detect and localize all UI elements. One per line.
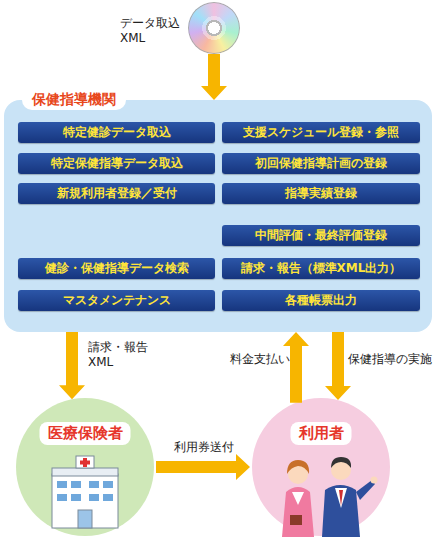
button-text: 指導実績登録 — [285, 185, 357, 202]
function-button: 新規利用者登録／受付 — [18, 183, 215, 204]
function-button: 特定保健指導データ取込 — [18, 153, 215, 174]
frame-title: 保健指導機関 — [22, 90, 126, 110]
flow-arrow — [156, 454, 250, 480]
function-button: 特定健診データ取込 — [18, 122, 215, 143]
button-text: 特定保健指導データ取込 — [51, 155, 183, 172]
source-label: データ取込 XML — [120, 16, 186, 46]
flow-arrow — [201, 54, 227, 100]
button-text: 各種帳票出力 — [285, 292, 357, 309]
button-text: 特定健診データ取込 — [63, 124, 171, 141]
arrow-label: 保健指導の実施 — [348, 352, 436, 367]
user-circle: 利用者 — [252, 398, 390, 536]
button-text: マスタメンテナンス — [63, 292, 171, 309]
function-button: 請求・報告（標準XML出力） — [222, 258, 420, 279]
circle-title: 利用者 — [291, 422, 352, 445]
function-button: 指導実績登録 — [222, 183, 420, 204]
flow-arrow — [59, 332, 85, 399]
button-text: 健診・保健指導データ検索 — [45, 260, 189, 277]
function-button: マスタメンテナンス — [18, 290, 215, 311]
function-button: 中間評価・最終評価登録 — [222, 225, 420, 246]
arrow-label: 請求・報告 XML — [88, 340, 158, 370]
button-text: 請求・報告（標準XML出力） — [241, 260, 402, 277]
function-button: 支援スケジュール登録・参照 — [222, 122, 420, 143]
flow-arrow — [283, 332, 309, 403]
function-button: 初回保健指導計画の登録 — [222, 153, 420, 174]
circle-title: 医療保険者 — [40, 422, 131, 445]
function-button: 各種帳票出力 — [222, 290, 420, 311]
function-button: 健診・保健指導データ検索 — [18, 258, 215, 279]
button-text: 支援スケジュール登録・参照 — [243, 124, 399, 141]
arrow-label: 料金支払い — [212, 352, 290, 367]
arrow-label: 利用券送付 — [168, 440, 240, 455]
button-text: 初回保健指導計画の登録 — [255, 155, 387, 172]
organization-frame: 保健指導機関特定健診データ取込支援スケジュール登録・参照特定保健指導データ取込初… — [4, 100, 432, 332]
insurer-circle: 医療保険者 — [16, 398, 154, 536]
flow-arrow — [325, 332, 351, 400]
button-text: 中間評価・最終評価登録 — [255, 227, 387, 244]
button-text: 新規利用者登録／受付 — [57, 185, 177, 202]
cd-disc: データ取込 XML — [188, 2, 240, 54]
